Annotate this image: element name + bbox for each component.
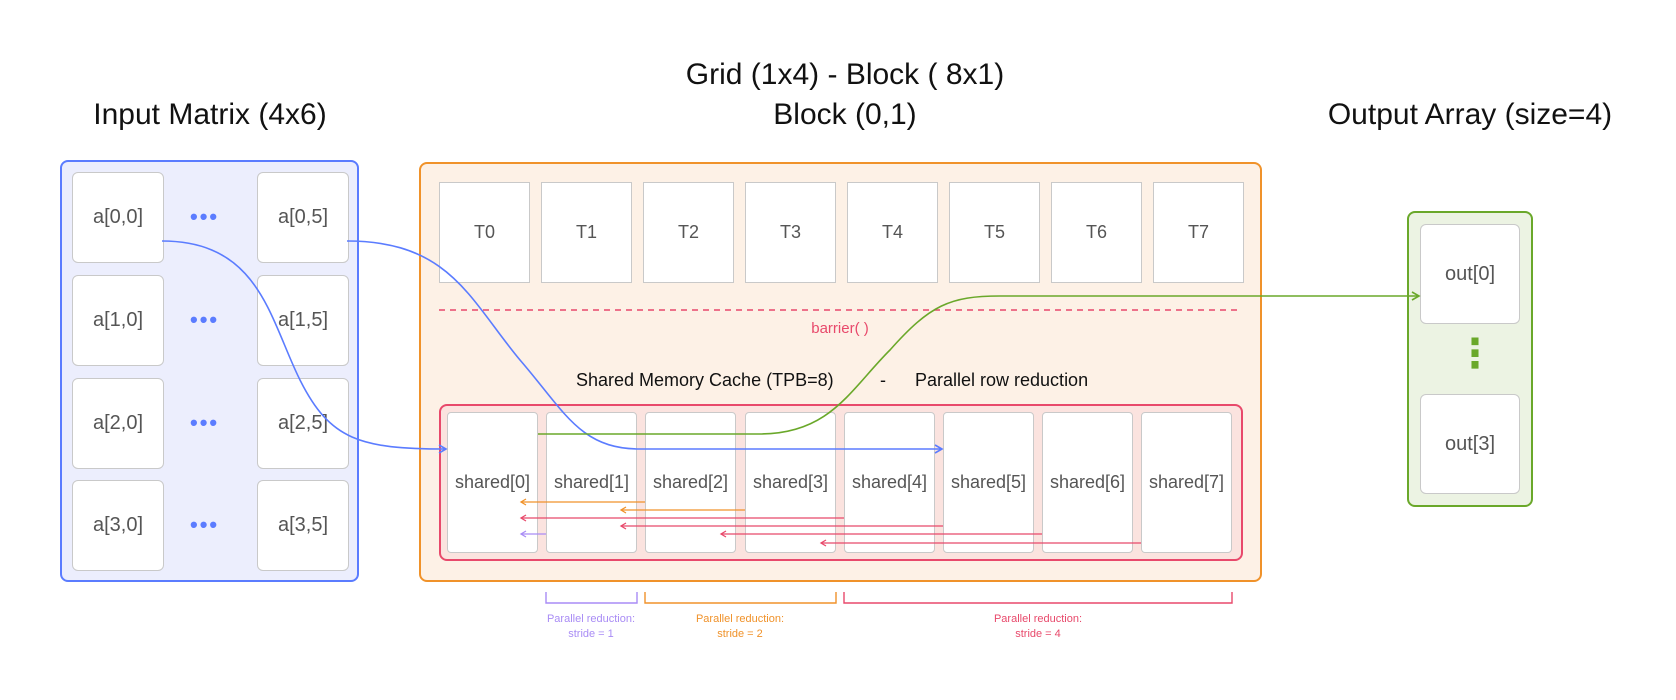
shared-cell-1: shared[1] [546,412,637,553]
stride-1-bracket [545,592,638,604]
input-cell-3-5: a[3,5] [257,480,349,571]
input-cell-0-0: a[0,0] [72,172,164,263]
output-cell-0: out[0] [1420,224,1520,324]
output-array-title: Output Array (size=4) [1327,98,1613,131]
thread-t2: T2 [643,182,734,283]
stride-1-label: Parallel reduction: stride = 1 [531,612,651,642]
row-2-ellipsis: ••• [190,410,220,435]
shared-cell-4: shared[4] [844,412,935,553]
shared-cell-5: shared[5] [943,412,1034,553]
input-cell-1-0: a[1,0] [72,275,164,366]
thread-t0: T0 [439,182,530,283]
shared-memory-subtitle: Parallel row reduction [915,370,1089,390]
stride-4-label-line1: Parallel reduction: [993,613,1083,625]
output-ellipsis: ⋮ [1455,332,1495,376]
input-cell-2-0: a[2,0] [72,378,164,469]
stride-2-bracket [644,592,837,604]
shared-cell-3: shared[3] [745,412,836,553]
barrier-label: barrier( ) [811,320,869,337]
input-cell-2-5: a[2,5] [257,378,349,469]
block-title: Block (0,1) [773,98,917,131]
output-cell-3: out[3] [1420,394,1520,494]
row-1-ellipsis: ••• [190,307,220,332]
row-0-ellipsis: ••• [190,204,220,229]
stride-2-label-line2: stride = 2 [717,628,763,640]
shared-memory-separator: - [880,370,886,390]
thread-t7: T7 [1153,182,1244,283]
thread-t6: T6 [1051,182,1142,283]
thread-t3: T3 [745,182,836,283]
input-cell-3-0: a[3,0] [72,480,164,571]
stride-4-label-line2: stride = 4 [1015,628,1061,640]
shared-cell-0: shared[0] [447,412,538,553]
thread-t1: T1 [541,182,632,283]
stride-1-label-line2: stride = 1 [568,628,614,640]
stride-2-label: Parallel reduction: stride = 2 [680,612,800,642]
stride-2-label-line1: Parallel reduction: [695,613,785,625]
grid-block-title: Grid (1x4) - Block ( 8x1) [685,58,1005,91]
row-3-ellipsis: ••• [190,512,220,537]
input-matrix-title: Input Matrix (4x6) [93,98,327,131]
shared-cell-6: shared[6] [1042,412,1133,553]
shared-cell-2: shared[2] [645,412,736,553]
stride-4-bracket [843,592,1233,604]
input-cell-1-5: a[1,5] [257,275,349,366]
thread-t5: T5 [949,182,1040,283]
shared-cell-7: shared[7] [1141,412,1232,553]
input-cell-0-5: a[0,5] [257,172,349,263]
shared-memory-title: Shared Memory Cache (TPB=8) [576,370,834,390]
stride-1-label-line1: Parallel reduction: [546,613,636,625]
thread-t4: T4 [847,182,938,283]
stride-4-label: Parallel reduction: stride = 4 [978,612,1098,642]
